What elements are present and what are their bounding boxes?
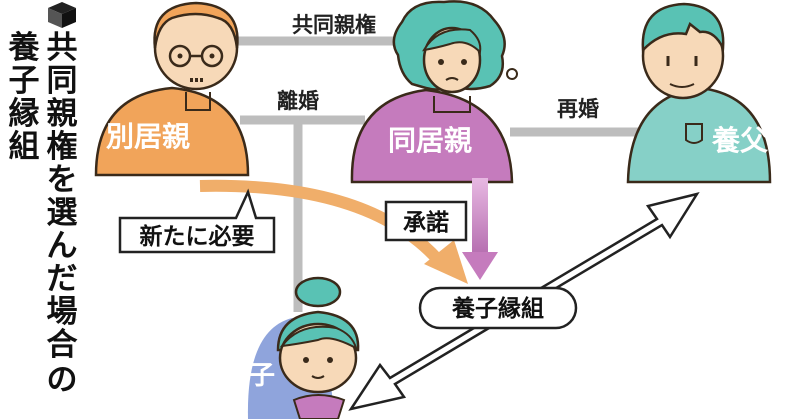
child-label: 子	[249, 361, 275, 391]
title-char: ん	[47, 228, 78, 264]
title-char: 場	[47, 294, 78, 330]
title-char: 組	[9, 129, 40, 165]
consent-box: 承諾	[384, 200, 468, 242]
title-char: 養	[8, 30, 41, 66]
arrow-head-icon	[462, 252, 498, 280]
adoptive-father-label: 養父	[711, 124, 769, 157]
title-char: 共	[47, 30, 78, 66]
title-char: 権	[47, 129, 78, 165]
title-char: 縁	[9, 96, 40, 132]
custodial-parent: 同居親	[350, 0, 518, 184]
custodial-parent-body	[350, 88, 514, 184]
separate-parent-consent-arrow	[199, 179, 468, 284]
title-char: 選	[47, 195, 78, 231]
newly-required-callout: 新たに必要	[118, 188, 276, 254]
title-char: を	[47, 162, 78, 198]
separate-parent: 別居親	[94, 1, 250, 177]
consent-arrow	[462, 178, 498, 280]
arrow-head-icon	[424, 240, 468, 284]
adoption-pill: 養子縁組	[418, 286, 578, 330]
adoption-label: 養子縁組	[451, 295, 544, 322]
consent-label: 承諾	[403, 209, 449, 236]
separate-parent-label: 別居親	[106, 120, 190, 153]
title-char: 同	[47, 63, 78, 99]
divorce-label: 離婚	[277, 89, 319, 113]
remarriage-label: 再婚	[557, 97, 599, 121]
custodial-parent-label: 同居親	[388, 124, 472, 157]
child: 子	[247, 276, 360, 419]
glasses-icon	[168, 44, 224, 68]
title-char: 子	[9, 63, 40, 99]
title-char: 親	[47, 96, 78, 132]
title-char: 合	[47, 327, 78, 363]
title-mark-icon	[48, 2, 76, 28]
newly-required-label: 新たに必要	[140, 223, 255, 250]
title-char: の	[47, 362, 78, 398]
title: 共 同 親 権 を 選 ん だ 場 合 の 養 子 縁 組	[8, 30, 78, 398]
joint-custody-label: 共同親権	[292, 13, 376, 37]
adoptive-father: 養父	[626, 2, 772, 184]
title-char: だ	[47, 261, 78, 297]
